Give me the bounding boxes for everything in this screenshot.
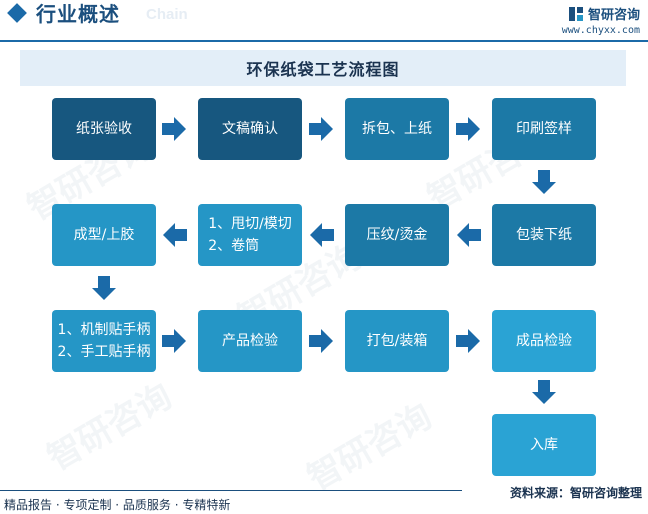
step-pack-box: 打包/装箱 [345, 310, 449, 372]
step-label: 文稿确认 [222, 121, 278, 137]
arrow-right-icon [162, 329, 186, 353]
step-forming-gluing: 成型/上胶 [52, 204, 156, 266]
arrow-down-icon [532, 380, 556, 404]
step-warehousing: 入库 [492, 414, 596, 476]
step-label: 印刷签样 [516, 121, 572, 137]
step-label: 成品检验 [516, 333, 572, 349]
step-label: 1、机制贴手柄 2、手工贴手柄 [57, 322, 151, 360]
step-label: 产品检验 [222, 333, 278, 349]
arrow-right-icon [456, 117, 480, 141]
arrow-left-icon [163, 223, 187, 247]
brand-logo-icon [568, 6, 584, 22]
watermark: 智研咨询 [40, 376, 179, 479]
header-diamond-icon [7, 3, 27, 23]
brand-block: 智研咨询 www.chyxx.com [562, 4, 640, 36]
arrow-down-icon [92, 276, 116, 300]
arrow-down-icon [532, 170, 556, 194]
arrow-right-icon [456, 329, 480, 353]
arrow-right-icon [309, 117, 333, 141]
diagram-title-banner: 环保纸袋工艺流程图 [20, 50, 626, 86]
step-label: 压纹/烫金 [366, 227, 428, 243]
step-emboss-hotstamp: 压纹/烫金 [345, 204, 449, 266]
step-label: 入库 [530, 437, 558, 453]
step-final-inspection: 成品检验 [492, 310, 596, 372]
arrow-left-icon [310, 223, 334, 247]
arrow-left-icon [457, 223, 481, 247]
diagram-title: 环保纸袋工艺流程图 [246, 60, 400, 79]
step-unpack-load-paper: 拆包、上纸 [345, 98, 449, 160]
watermark: 智研咨询 [300, 396, 439, 499]
step-label: 1、甩切/模切 2、卷筒 [208, 216, 292, 254]
step-label: 拆包、上纸 [362, 121, 432, 137]
header-ghost-text: Chain [146, 6, 188, 23]
step-attach-handles: 1、机制贴手柄 2、手工贴手柄 [52, 310, 156, 372]
arrow-right-icon [309, 329, 333, 353]
step-label: 成型/上胶 [73, 227, 135, 243]
footer-divider [0, 490, 462, 491]
step-pack-unload-paper: 包装下纸 [492, 204, 596, 266]
step-label: 打包/装箱 [366, 333, 428, 349]
step-print-proof: 印刷签样 [492, 98, 596, 160]
footer-tagline: 精品报告 · 专项定制 · 品质服务 · 专精特新 [4, 498, 231, 512]
section-title: 行业概述 [36, 2, 120, 26]
arrow-right-icon [162, 117, 186, 141]
brand-name: 智研咨询 [587, 8, 640, 23]
step-paper-inspection: 纸张验收 [52, 98, 156, 160]
step-label: 包装下纸 [516, 227, 572, 243]
step-manuscript-confirm: 文稿确认 [198, 98, 302, 160]
header-divider [0, 40, 648, 42]
step-product-inspection: 产品检验 [198, 310, 302, 372]
brand-url: www.chyxx.com [561, 25, 640, 36]
source-note: 资料来源：智研咨询整理 [509, 486, 642, 500]
step-cut-roll: 1、甩切/模切 2、卷筒 [198, 204, 302, 266]
step-label: 纸张验收 [76, 121, 132, 137]
